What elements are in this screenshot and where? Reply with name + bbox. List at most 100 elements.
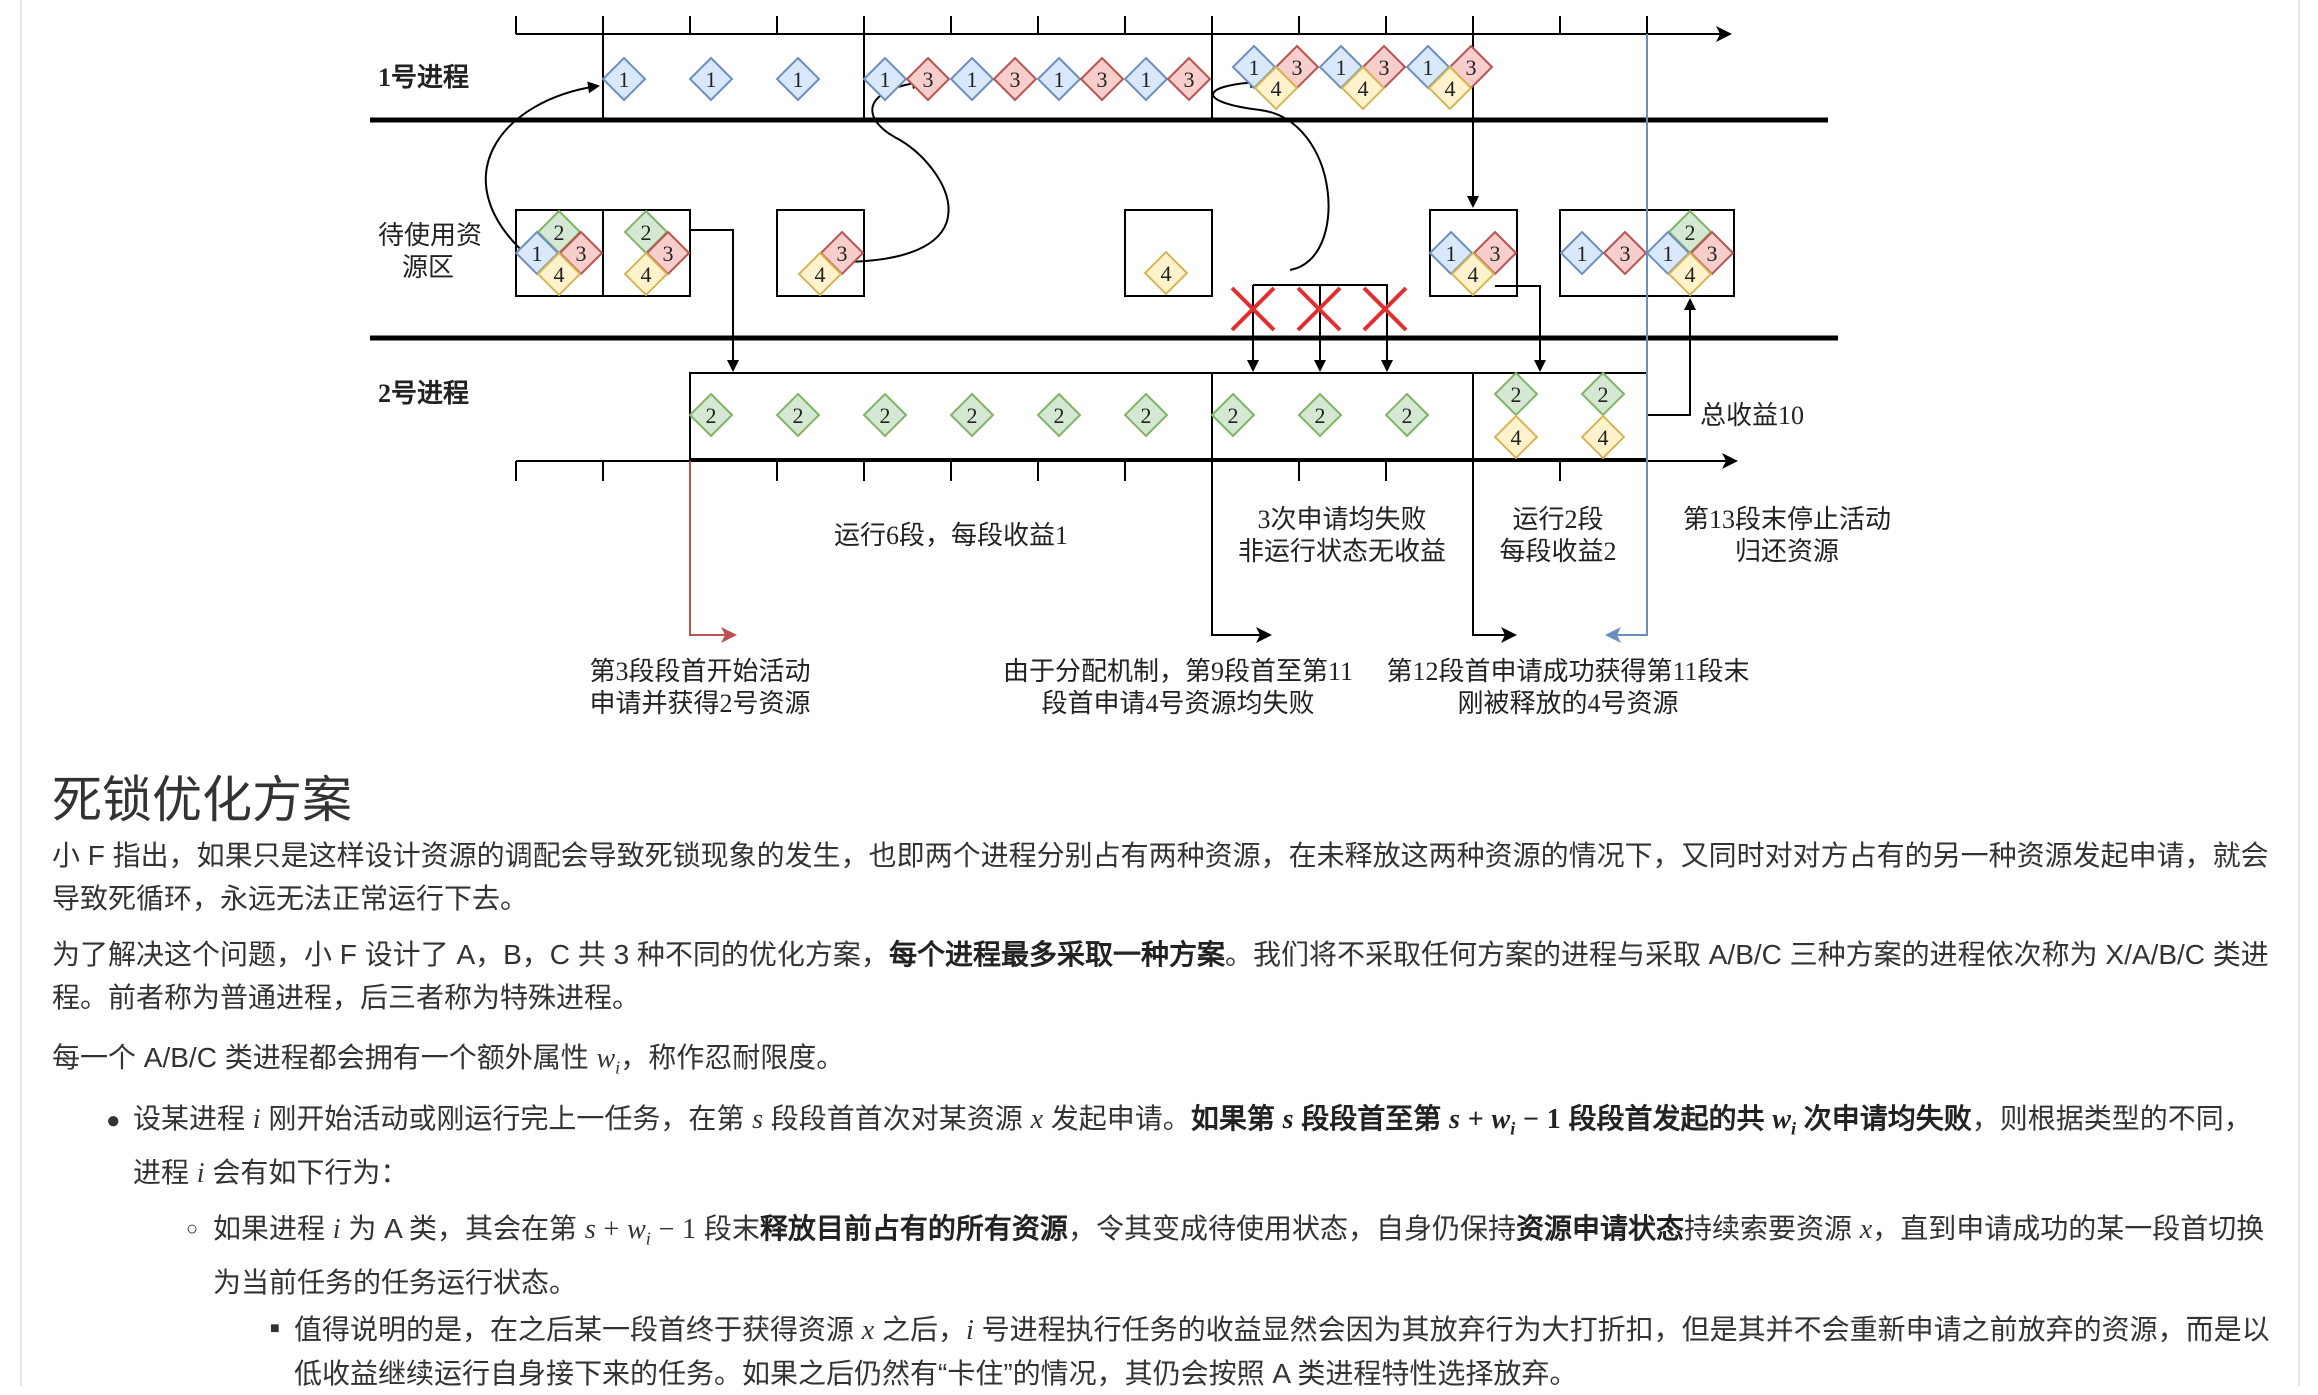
resource-label-2: 2 (641, 220, 652, 245)
resource-diamond-4 (1580, 414, 1626, 460)
resource-diamond-1 (1123, 56, 1169, 102)
mech-arrow (1211, 461, 1272, 643)
resource-label-3: 3 (576, 241, 587, 266)
math-w: w (627, 1214, 646, 1245)
top-axis (515, 16, 1732, 42)
resource-label-3: 3 (1466, 55, 1477, 80)
text: 之后， (874, 1314, 967, 1345)
resource-label-3: 3 (1379, 55, 1390, 80)
math-s: s (1282, 1104, 1294, 1135)
resource-diamond-4 (1340, 65, 1386, 111)
resource-diamond-4 (536, 251, 582, 297)
row-label-process1: 1号进程 (378, 63, 469, 92)
resource-diamond-1 (1559, 230, 1605, 276)
resource-label-1: 1 (880, 67, 891, 92)
math-w: w (1491, 1104, 1511, 1135)
resource-label-3: 3 (1097, 67, 1108, 92)
resource-label-4: 4 (554, 262, 565, 287)
annotation-succ-1: 第12段首申请成功获得第11段末 (1386, 657, 1749, 686)
text: 段段首发起的共 (1560, 1103, 1773, 1134)
bold-emphasis: 每个进程最多采取一种方案 (888, 939, 1225, 970)
math-sub: i (615, 1057, 621, 1078)
resource-label-1: 1 (1663, 241, 1674, 266)
resource-diamond-1 (949, 56, 995, 102)
resource-label-1: 1 (1249, 55, 1260, 80)
annotation-start-1: 第3段段首开始活动 (589, 657, 810, 686)
resource-diamond-1 (775, 56, 821, 102)
annotation-mech-1: 由于分配机制，第9段首至第11 (1003, 657, 1353, 686)
paragraph-text: 。我们将不采取任何方案的进程与采取 A/B/C 三种方案的进程依次称为 X/A/… (52, 939, 2269, 1013)
math-i: i (196, 1157, 205, 1189)
resource-label-3: 3 (663, 241, 674, 266)
resource-label-2: 2 (1511, 382, 1522, 407)
text: 号进程执行任务的收益显然会因为其放弃行为大打折扣，但是其并不会重新申请之前放弃的… (294, 1314, 2270, 1389)
math-op: + (1467, 1104, 1484, 1135)
resource-diamond-3 (1079, 56, 1125, 102)
resource-diamond-1 (688, 56, 734, 102)
resource-label-1: 1 (706, 67, 717, 92)
bullet-square-icon: ■ (270, 1320, 280, 1337)
resource-diamond-2 (1036, 392, 1082, 438)
pool-boxes (515, 209, 1735, 297)
math-x: x (1859, 1214, 1873, 1245)
resource-label-3: 3 (1620, 241, 1631, 266)
resource-diamond-1 (862, 56, 908, 102)
resource-label-4: 4 (815, 262, 826, 287)
resource-diamond-4 (1427, 65, 1473, 111)
text: 段段首至第 (1293, 1103, 1450, 1134)
resource-diamond-4 (1493, 414, 1539, 460)
bold-emphasis: 资源申请状态 (1515, 1213, 1684, 1244)
annotation-stop-2: 归还资源 (1735, 537, 1839, 566)
resource-label-1: 1 (1336, 55, 1347, 80)
text: 如果第 (1190, 1103, 1283, 1134)
text: 为 A 类，其会在第 (340, 1213, 585, 1244)
resource-label-4: 4 (641, 262, 652, 287)
math-num: 1 (1546, 1104, 1561, 1135)
bold-emphasis: 如果第 s 段段首至第 s + wi − 1 段段首发起的共 wi 次申请均失败 (1190, 1103, 1972, 1139)
math-w: w (1772, 1104, 1791, 1135)
annotation-mech-2: 段首申请4号资源均失败 (1041, 689, 1314, 718)
text: ，令其变成待使用状态，自身仍保持 (1067, 1213, 1516, 1244)
resource-diamond-2 (949, 392, 995, 438)
math-op: − (1522, 1104, 1539, 1135)
annotation-start-2: 申请并获得2号资源 (589, 689, 810, 718)
resource-diamond-4 (1450, 251, 1496, 297)
section-heading: 死锁优化方案 (52, 772, 352, 828)
text: 设某进程 (133, 1103, 253, 1134)
resource-label-4: 4 (1358, 76, 1369, 101)
resource-diamond-1 (1036, 56, 1082, 102)
resource-label-1: 1 (793, 67, 804, 92)
text: ，则根据类型的不同，进程 (133, 1103, 2252, 1188)
resource-label-4: 4 (1685, 262, 1696, 287)
paragraph-text: 小 F 指出，如果只是这样设计资源的调配会导致死锁现象的发生，也即两个进程分别占… (52, 840, 2269, 914)
resource-label-4: 4 (1468, 262, 1479, 287)
resource-diamond-2 (862, 392, 908, 438)
timeline-diagram: 1号进程 待使用资 源区 2号进程 (370, 16, 1891, 718)
resource-diamond-3 (905, 56, 951, 102)
resource-label-1: 1 (1423, 55, 1434, 80)
resource-label-4: 4 (1161, 261, 1172, 286)
text: 次申请均失败 (1796, 1103, 1972, 1134)
annotation-succ-2: 刚被释放的4号资源 (1457, 689, 1678, 718)
bullet-disc-icon: ● (106, 1107, 121, 1134)
math-i: i (252, 1104, 261, 1135)
resource-label-2: 2 (554, 220, 565, 245)
text: 持续索要资源 (1683, 1213, 1860, 1244)
math-sub: i (645, 1228, 651, 1249)
resource-label-3: 3 (1292, 55, 1303, 80)
resource-label-2: 2 (1402, 403, 1413, 428)
resource-label-1: 1 (1054, 67, 1065, 92)
math-s: s (584, 1214, 596, 1245)
row-label-process2: 2号进程 (378, 379, 469, 408)
paragraph-tolerance: 每一个 A/B/C 类进程都会拥有一个额外属性 wi，称作忍耐限度。 (52, 1036, 2272, 1090)
bottom-axis (515, 453, 1738, 481)
resource-diamond-3 (1602, 230, 1648, 276)
annotations: 运行6段，每段收益1 3次申请均失败 非运行状态无收益 运行2段 每段收益2 第… (589, 505, 1891, 718)
text: 刚开始活动或刚运行完上一任务，在第 (260, 1103, 753, 1134)
resource-diamond-2 (688, 392, 734, 438)
resource-label-2: 2 (1315, 403, 1326, 428)
annotation-stop-1: 第13段末停止活动 (1683, 505, 1891, 534)
text: 值得说明的是，在之后某一段首终于获得资源 (294, 1314, 862, 1345)
bullet-circle-icon: ○ (186, 1218, 199, 1240)
resource-label-4: 4 (1511, 425, 1522, 450)
